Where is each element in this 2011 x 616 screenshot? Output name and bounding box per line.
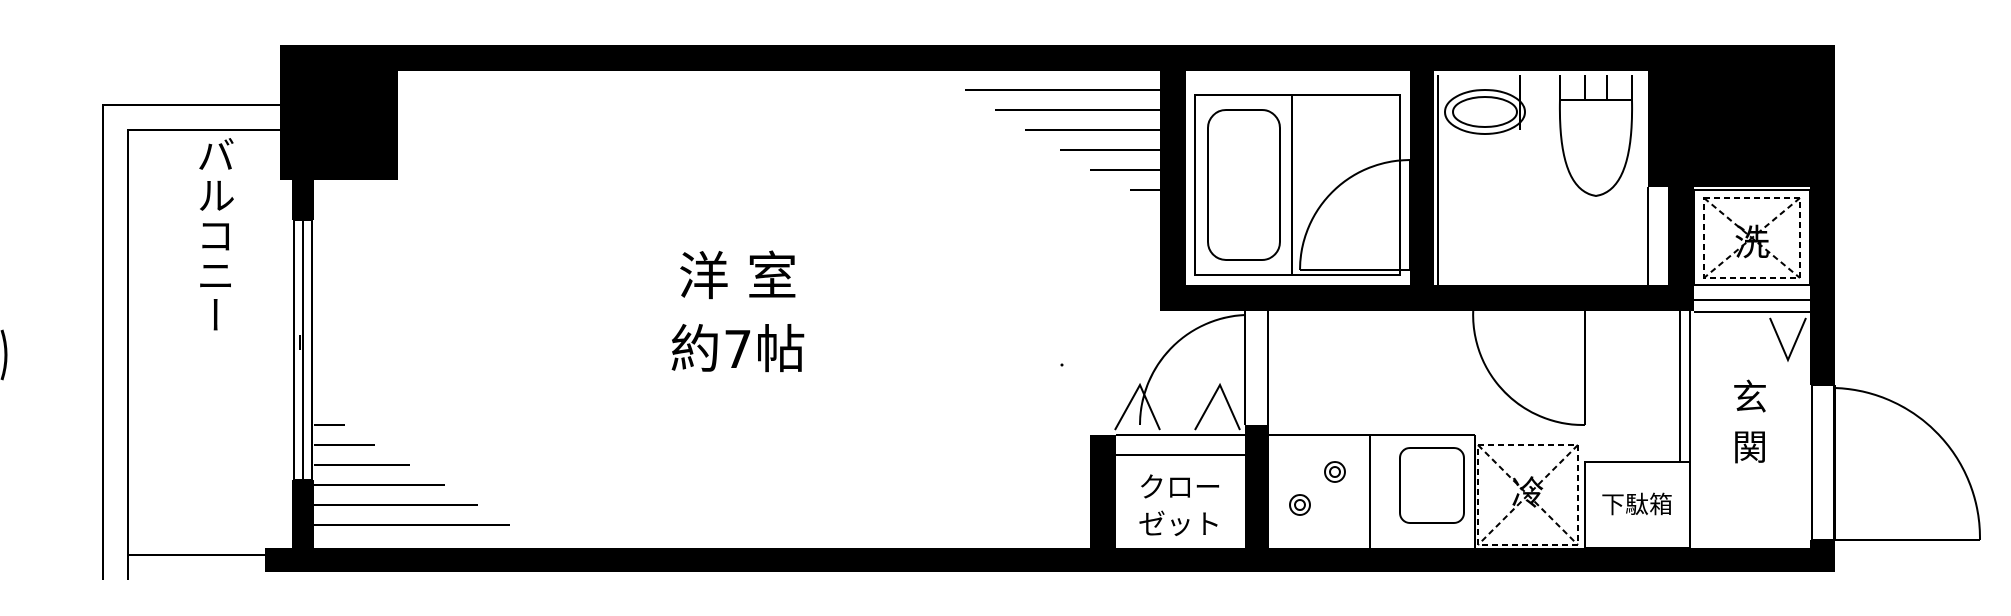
speck (730, 61, 734, 65)
washer-space (1693, 189, 1811, 313)
fridge-space (1477, 444, 1579, 546)
balcony (102, 104, 282, 580)
entrance-area (1679, 311, 1807, 548)
shoe-cabinet-label: 下駄箱 (1601, 491, 1673, 519)
hatch-lines-bottom (314, 424, 510, 526)
balcony-label: バルコニー (189, 135, 235, 335)
closet (1116, 434, 1245, 456)
entrance-door (1811, 384, 1982, 541)
fridge-label: 冷 (1511, 474, 1545, 514)
wash-basin (1444, 89, 1526, 135)
corridor-door (1472, 289, 1586, 427)
western-room-size: 約7帖 (669, 321, 806, 381)
western-room-label: 洋 室 (678, 248, 799, 308)
closet-door (1114, 310, 1269, 431)
stove-burners (1289, 461, 1346, 516)
balcony-window (293, 219, 313, 481)
closet-label-line1: クロー (1138, 471, 1222, 504)
toilet-bowl (1558, 75, 1634, 198)
entrance-label-1: 玄 (1732, 378, 1768, 419)
entrance-label-2: 関 (1732, 428, 1768, 469)
toilet-room (1437, 75, 1649, 285)
kitchen-counter (1269, 434, 1476, 548)
hatch-lines-top (965, 89, 1160, 191)
speck (1060, 363, 1064, 367)
closet-label-line2: ゼット (1138, 508, 1222, 541)
balcony-edge-arc (0, 329, 8, 381)
washer-label: 洗 (1734, 223, 1770, 264)
bathtub (1194, 94, 1401, 276)
sink (1399, 447, 1465, 524)
bath-door (1299, 159, 1411, 271)
outer-walls (265, 45, 1835, 572)
